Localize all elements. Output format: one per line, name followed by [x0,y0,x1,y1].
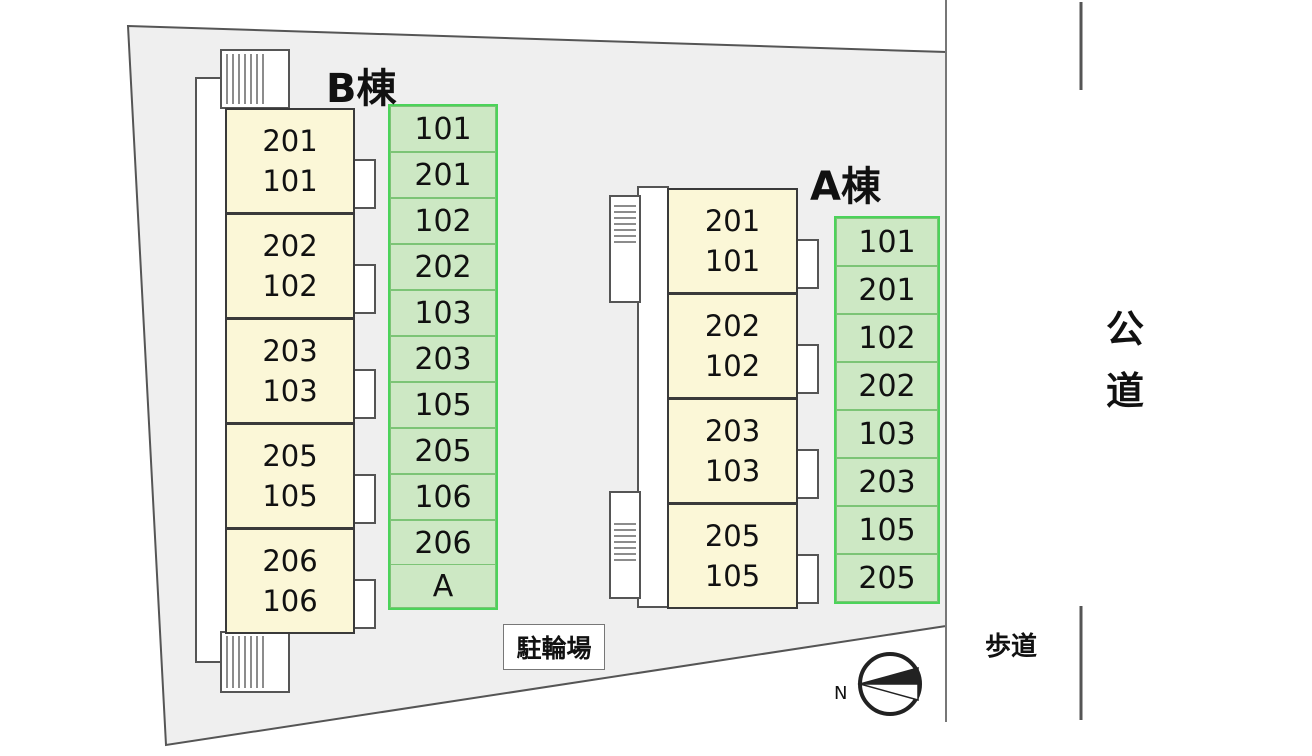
a-parking-slot: 201 [836,266,938,314]
a-parking-slot: 202 [836,362,938,410]
unit-upper-number: 205 [704,519,761,553]
b-parking-slot: 202 [390,244,496,290]
a-unit-block: 202 102 [667,293,798,399]
unit-upper-number: 202 [704,309,761,343]
sidewalk-label: 歩道 [985,632,1038,662]
b-parking-slot: 101 [390,106,496,152]
building-b-label: B棟 [326,66,397,112]
b-stairs-bottom [220,631,290,693]
a-corridor [637,186,669,608]
unit-lower-number: 106 [262,584,318,618]
unit-lower-number: 101 [262,164,318,198]
b-parking-slot: A [390,564,496,608]
b-unit-block: 205 105 [225,423,355,529]
a-unit-block: 201 101 [667,188,798,294]
b-unit-block: 206 106 [225,528,355,634]
unit-upper-number: 203 [262,334,318,368]
unit-lower-number: 105 [262,479,318,513]
b-stairs-top [220,49,290,109]
b-parking-slot: 105 [390,382,496,428]
unit-lower-number: 102 [704,349,761,383]
compass-icon [857,652,922,716]
unit-lower-number: 103 [262,374,318,408]
a-parking-slot: 105 [836,506,938,554]
unit-lower-number: 103 [704,454,761,488]
unit-upper-number: 202 [262,229,318,263]
unit-upper-number: 203 [704,414,761,448]
north-label: N [834,683,848,704]
unit-lower-number: 101 [704,244,761,278]
unit-upper-number: 206 [262,544,318,578]
b-corridor [195,77,227,663]
unit-upper-number: 205 [262,439,318,473]
b-parking-slot: 201 [390,152,496,198]
b-parking-slot: 102 [390,198,496,244]
a-parking-slot: 102 [836,314,938,362]
b-unit-block: 203 103 [225,318,355,424]
b-balconies [352,159,376,629]
b-parking-slot: 106 [390,474,496,520]
b-parking-slot: 206 [390,520,496,566]
a-unit-block: 205 105 [667,503,798,609]
b-parking-slot: 203 [390,336,496,382]
b-unit-block: 202 102 [225,213,355,319]
bicycle-parking-label: 駐輪場 [503,624,605,670]
b-parking-slot: 205 [390,428,496,474]
a-parking-slot: 101 [836,218,938,266]
a-stairs-bottom [609,491,641,599]
public-road-label-2: 道 [1106,369,1145,413]
building-a-label: A棟 [810,164,881,210]
unit-lower-number: 105 [704,559,761,593]
a-unit-block: 203 103 [667,398,798,504]
a-stairs-top [609,195,641,303]
b-parking-slot: 103 [390,290,496,336]
unit-upper-number: 201 [262,124,318,158]
a-parking-slot: 205 [836,554,938,602]
a-parking-slot: 203 [836,458,938,506]
b-unit-block: 201 101 [225,108,355,214]
unit-upper-number: 201 [704,204,761,238]
a-balconies [795,239,819,604]
a-parking-slot: 103 [836,410,938,458]
public-road-label-1: 公 [1106,307,1145,351]
unit-lower-number: 102 [262,269,318,303]
